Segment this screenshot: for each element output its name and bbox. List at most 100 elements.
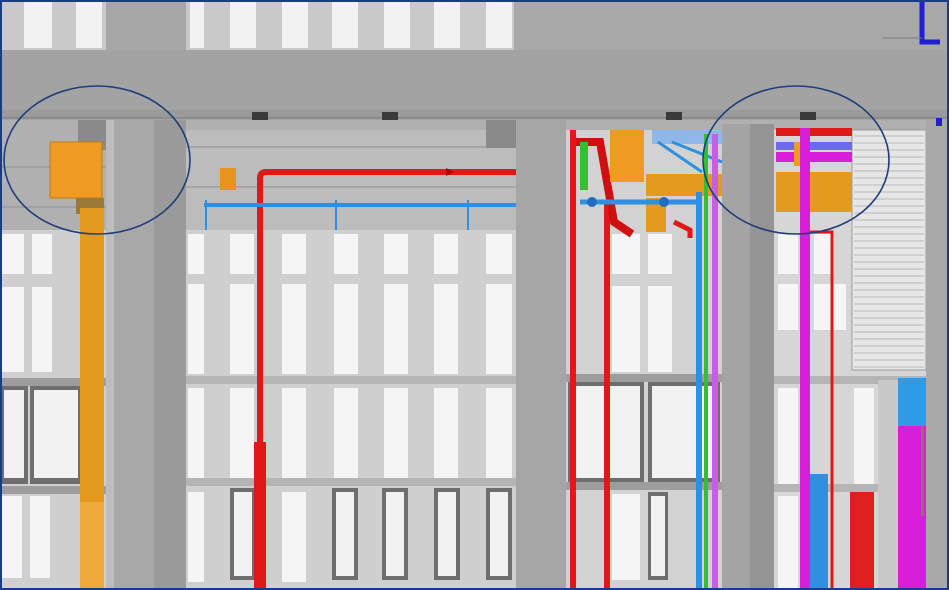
upper-column — [106, 2, 186, 52]
hanger — [252, 112, 268, 120]
mullion — [566, 374, 722, 382]
window-pane — [230, 284, 254, 374]
window-pane — [282, 388, 306, 478]
mullion — [2, 486, 106, 494]
upper-window — [384, 2, 410, 48]
window-pane — [486, 284, 512, 374]
valve-icon — [659, 197, 669, 207]
window-pane — [230, 234, 254, 274]
orange-duct-drop[interactable] — [646, 198, 666, 232]
window-pane — [32, 234, 52, 274]
green-riser-pipe[interactable] — [704, 134, 708, 588]
duct-terminal[interactable] — [220, 168, 236, 190]
mullion — [774, 484, 947, 492]
window-pane — [34, 390, 78, 478]
blue-riser-pipe[interactable] — [696, 192, 702, 588]
window-pane — [282, 284, 306, 374]
orange-duct-run[interactable] — [776, 172, 852, 212]
ceiling-slab — [2, 50, 947, 120]
duct-grille — [80, 502, 104, 588]
upper-window — [486, 2, 512, 48]
window-pane — [188, 284, 204, 374]
structural-column — [926, 120, 947, 588]
window-pane — [234, 492, 252, 576]
window-pane — [778, 234, 798, 274]
window-pane — [188, 234, 204, 274]
red-equipment[interactable] — [850, 492, 874, 588]
structural-column — [516, 120, 566, 588]
window-pane — [384, 388, 408, 478]
upper-window — [434, 2, 460, 48]
window-pane — [434, 284, 458, 374]
left-bay-windows — [2, 234, 106, 578]
blue-header-pipe[interactable] — [776, 142, 852, 150]
upper-slab-right — [514, 2, 947, 52]
mullion — [774, 376, 947, 384]
ceiling-edge — [2, 110, 947, 118]
upper-window — [190, 2, 204, 48]
window-pane — [814, 234, 834, 274]
blue-duct-corner[interactable] — [919, 2, 940, 45]
valve-icon — [587, 197, 597, 207]
window-pane — [490, 492, 508, 576]
highlight-circle-left-icon[interactable] — [3, 85, 191, 235]
window-pane — [336, 492, 354, 576]
window-pane — [32, 287, 52, 372]
hanger — [666, 112, 682, 120]
window-pane — [778, 388, 798, 484]
magenta-header-pipe[interactable] — [776, 152, 852, 162]
beam-pocket — [486, 120, 516, 148]
window-pane — [230, 388, 254, 478]
orange-duct-run[interactable] — [646, 174, 722, 196]
blue-equipment[interactable] — [810, 474, 828, 588]
mullion — [186, 478, 516, 486]
red-riser-pipe[interactable] — [570, 130, 576, 588]
fire-sprinkler-pipe[interactable] — [257, 169, 516, 588]
window-pane — [612, 234, 640, 274]
window-pane — [188, 492, 204, 582]
window-pane — [2, 234, 24, 274]
magenta-riser-pipe[interactable] — [800, 128, 810, 588]
louver-panel — [851, 129, 927, 371]
window-pane — [486, 388, 512, 478]
mullion — [2, 378, 106, 386]
window-pane — [384, 284, 408, 374]
riser-pipe-segment[interactable] — [254, 442, 266, 588]
window-pane — [334, 234, 358, 274]
window-pane — [814, 284, 846, 330]
pipe-line — [921, 426, 924, 516]
upper-windows — [24, 2, 512, 48]
window-pane — [334, 284, 358, 374]
upper-window — [282, 2, 308, 48]
blue-pipe-branch — [657, 140, 703, 174]
flow-arrow-icon — [446, 168, 454, 176]
window-pane — [4, 390, 24, 478]
air-handling-box[interactable] — [49, 141, 103, 199]
green-pipe[interactable] — [580, 142, 588, 190]
magenta-riser-pipe[interactable] — [712, 134, 718, 588]
red-header-pipe[interactable] — [776, 128, 852, 136]
window-pane — [434, 234, 458, 274]
pipe-end — [936, 118, 942, 126]
window-pane — [612, 494, 640, 580]
window-pane — [30, 496, 50, 578]
red-riser-pipe[interactable] — [604, 202, 610, 588]
window-pane — [282, 492, 306, 582]
blue-pipe-bundle[interactable] — [652, 130, 722, 144]
structural-column — [154, 120, 186, 588]
window-pane — [386, 492, 404, 576]
window-pane — [2, 496, 22, 578]
window-pane — [854, 388, 874, 484]
upper-window — [24, 2, 52, 48]
window-pane — [334, 388, 358, 478]
highlight-circle-right-icon[interactable] — [702, 85, 890, 235]
mullion — [566, 482, 722, 490]
structural-column — [106, 120, 158, 588]
blue-equipment[interactable] — [898, 378, 926, 426]
window-pane — [438, 492, 456, 576]
orange-duct-box[interactable] — [610, 130, 644, 182]
window-pane — [648, 234, 672, 274]
window-pane — [651, 496, 665, 576]
